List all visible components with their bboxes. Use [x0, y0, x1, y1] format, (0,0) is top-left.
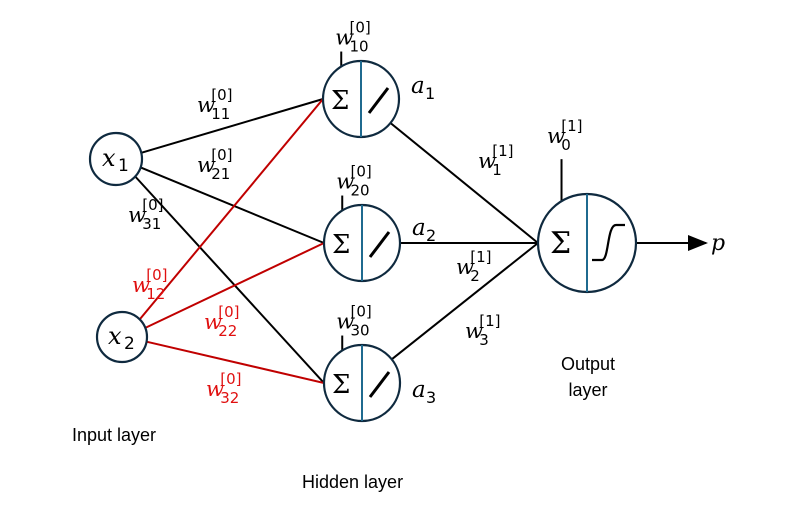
linear-activation-icon [368, 231, 391, 258]
bias-label-out: w[1]0 [547, 117, 583, 154]
weight-symbol: w [456, 255, 474, 279]
weight-subscript: 31 [142, 215, 161, 233]
bias-label-h2: w[0]20 [336, 163, 372, 200]
node-circle [95, 310, 149, 364]
sigmoid-activation-icon [592, 223, 625, 262]
weight-superscript: [0] [211, 146, 232, 164]
weight-label-x2-h1: w[0]12 [132, 266, 168, 303]
weight-label-x1-h2: w[0]21 [197, 146, 233, 183]
edge-x1-h1 [140, 98, 324, 154]
weight-superscript: [1] [470, 248, 491, 266]
activation-symbol: a [411, 73, 425, 99]
weight-superscript: [1] [492, 142, 513, 160]
weight-superscript: [0] [142, 196, 163, 214]
weight-subscript: 21 [211, 165, 230, 183]
weight-symbol: w [128, 203, 146, 227]
output-layer-label-line1: Output [561, 354, 615, 374]
weight-label-h1-out: w[1]1 [478, 142, 514, 179]
activation-symbol: a [412, 377, 426, 403]
output-layer-label-line2: layer [568, 380, 607, 400]
edge-x1-h2 [140, 166, 325, 244]
weight-symbol: w [204, 310, 222, 334]
weight-superscript: [0] [350, 19, 371, 37]
output-neuron: Σ [536, 192, 638, 294]
weight-subscript: 12 [146, 285, 165, 303]
hidden-neuron-1: Σ [321, 59, 401, 139]
weight-label-x2-h3: w[0]32 [206, 370, 242, 407]
weight-symbol: w [132, 273, 150, 297]
weight-symbol: w [336, 170, 354, 194]
linear-activation-icon [367, 87, 390, 114]
weight-superscript: [0] [351, 303, 372, 321]
weight-symbol: w [197, 153, 215, 177]
weight-superscript: [1] [479, 312, 500, 330]
sum-icon: Σ [331, 86, 349, 116]
weight-superscript: [0] [146, 266, 167, 284]
bias-label-h1: w[0]10 [335, 19, 371, 56]
activation-index: 2 [426, 226, 436, 245]
weight-subscript: 0 [561, 136, 571, 154]
edge-x1-h3 [134, 175, 325, 384]
weight-subscript: 2 [470, 267, 480, 285]
weight-label-x1-h1: w[0]11 [197, 86, 233, 123]
weight-superscript: [0] [211, 86, 232, 104]
weight-subscript: 10 [350, 38, 369, 56]
weight-label-h3-out: w[1]3 [465, 312, 501, 349]
input-index: 1 [118, 156, 129, 176]
weight-subscript: 1 [492, 161, 502, 179]
weight-symbol: w [206, 377, 224, 401]
weight-label-x1-h3: w[0]31 [128, 196, 164, 233]
linear-activation-icon [368, 371, 391, 398]
weight-subscript: 3 [479, 331, 489, 349]
weight-symbol: w [547, 124, 565, 148]
weight-symbol: w [335, 26, 353, 50]
hidden-neuron-3: Σ [322, 343, 402, 423]
bias-label-h3: w[0]30 [336, 303, 372, 340]
node-circle [88, 131, 144, 187]
activation-symbol: a [412, 215, 426, 241]
weight-superscript: [1] [561, 117, 582, 135]
input-layer-label: Input layer [72, 425, 156, 445]
weight-subscript: 11 [211, 105, 230, 123]
weight-label-h2-out: w[1]2 [456, 248, 492, 285]
weight-subscript: 32 [220, 389, 239, 407]
sum-icon: Σ [550, 226, 571, 261]
activation-index: 1 [425, 84, 435, 103]
edge-h1-out [389, 122, 539, 244]
activation-index: 3 [426, 388, 436, 407]
hidden-neuron-2: Σ [322, 203, 402, 283]
edge-x2-h3 [146, 340, 325, 384]
weight-label-x2-h2: w[0]22 [204, 303, 240, 340]
edge-h3-out [391, 242, 539, 361]
edge-x2-h1 [138, 98, 324, 320]
weight-symbol: w [478, 149, 496, 173]
input-symbol: x [102, 144, 116, 172]
bias-stubs [340, 51, 563, 351]
weight-superscript: [0] [351, 163, 372, 181]
edge-x2-h2 [144, 242, 325, 329]
weight-subscript: 22 [218, 322, 237, 340]
hidden-layer-label: Hidden layer [302, 472, 403, 492]
weight-superscript: [0] [220, 370, 241, 388]
weight-subscript: 20 [351, 182, 370, 200]
sum-icon: Σ [332, 370, 350, 400]
weight-symbol: w [197, 93, 215, 117]
edges [134, 98, 539, 384]
weight-superscript: [0] [218, 303, 239, 321]
weight-subscript: 30 [351, 322, 370, 340]
weight-symbol: w [336, 310, 354, 334]
input-index: 2 [124, 334, 135, 354]
output-p-label: p [711, 231, 725, 256]
labels: w[0]11w[0]21w[0]31w[0]12w[0]22w[0]32w[1]… [128, 19, 583, 407]
weight-symbol: w [465, 319, 483, 343]
sum-icon: Σ [332, 230, 350, 260]
input-symbol: x [108, 322, 122, 350]
